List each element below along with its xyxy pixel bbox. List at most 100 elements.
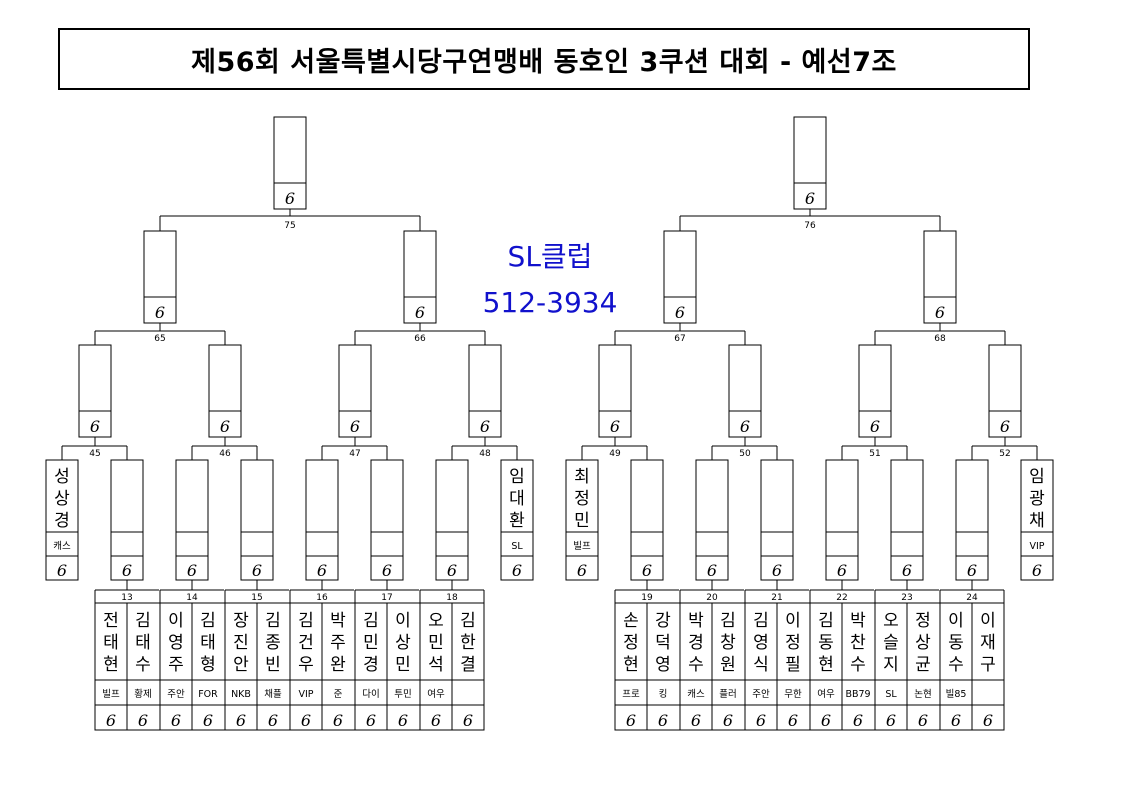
player-name-char: 경: [363, 655, 379, 675]
player-name-char: 안: [233, 655, 249, 675]
score-mark: 6: [203, 711, 213, 730]
score-mark: 6: [918, 711, 928, 730]
player-name-char: 우: [298, 655, 314, 675]
first-round-winner-box: [890, 459, 924, 581]
player-name-char: 민: [428, 633, 444, 653]
player-name-char: 결: [460, 655, 476, 675]
player-name-char: 영: [168, 633, 184, 653]
first-round-winner-box: [305, 459, 339, 581]
score-mark: 6: [805, 189, 815, 208]
bye-box: [565, 459, 599, 581]
player-name-char: 민: [363, 633, 379, 653]
player-club: 다이: [362, 689, 379, 700]
score-mark: 6: [756, 711, 766, 730]
player-club: 투민: [394, 689, 411, 700]
score-mark: 6: [707, 561, 717, 580]
score-mark: 6: [658, 711, 668, 730]
score-mark: 6: [398, 711, 408, 730]
player-name-char: 슬: [883, 633, 899, 653]
score-mark: 6: [577, 561, 587, 580]
player-club: 주안: [752, 689, 770, 700]
player-club: 논현: [914, 689, 931, 700]
match-number: 46: [219, 449, 231, 459]
quarter-winner-box: [468, 344, 502, 438]
match-number: 24: [966, 593, 978, 603]
player-name-char: 오: [883, 611, 899, 631]
quarter-winner-box: [988, 344, 1022, 438]
quarter-winner-box: [78, 344, 112, 438]
match-number: 66: [414, 334, 426, 344]
match-number: 22: [836, 593, 847, 603]
bye-player-name-char: 성: [54, 467, 70, 487]
player-name-char: 완: [330, 655, 346, 675]
quarter-winner-box: [598, 344, 632, 438]
player-name-char: 민: [395, 655, 411, 675]
player-club: 여우: [427, 688, 445, 700]
player-club: 황제: [134, 689, 151, 700]
first-round-winner-box: [695, 459, 729, 581]
player-name-char: 현: [103, 655, 119, 675]
player-name-char: 태: [103, 633, 119, 653]
match-number: 20: [706, 593, 718, 603]
player-name-char: 김: [460, 611, 476, 631]
match-number: 18: [446, 593, 458, 603]
player-club: 주안: [167, 689, 185, 700]
player-name-char: 박: [688, 611, 704, 631]
score-mark: 6: [317, 561, 327, 580]
first-round-winner-box: [630, 459, 664, 581]
bye-player-club: VIP: [1029, 541, 1044, 552]
match-number: 21: [771, 593, 782, 603]
score-mark: 6: [415, 303, 425, 322]
player-club: VIP: [298, 689, 313, 700]
player-name-char: 종: [265, 633, 281, 653]
first-round-winner-box: [435, 459, 469, 581]
page-title: 제56회 서울특별시당구연맹배 동호인 3쿠션 대회 - 예선7조: [191, 46, 897, 78]
player-name-char: 주: [168, 655, 184, 675]
player-name-char: 동: [948, 633, 964, 653]
bye-box: [1020, 459, 1054, 581]
score-mark: 6: [122, 561, 132, 580]
score-mark: 6: [106, 711, 116, 730]
player-name-char: 경: [688, 633, 704, 653]
match-number: 15: [251, 593, 262, 603]
score-mark: 6: [382, 561, 392, 580]
player-name-char: 이: [980, 611, 996, 631]
player-name-char: 김: [200, 611, 216, 631]
player-name-char: 동: [818, 633, 834, 653]
club-name: SL클럽: [507, 240, 593, 273]
first-round-winner-box: [760, 459, 794, 581]
player-name-char: 수: [850, 655, 866, 675]
player-name-char: 오: [428, 611, 444, 631]
bye-player-club: 빌프: [573, 541, 591, 552]
bye-player-name-char: 정: [574, 489, 590, 509]
final-winner-box: [273, 116, 307, 210]
score-mark: 6: [220, 417, 230, 436]
semi-winner-box: [403, 230, 437, 324]
player-name-char: 이: [785, 611, 801, 631]
quarter-winner-box: [338, 344, 372, 438]
player-name-char: 박: [850, 611, 866, 631]
player-club: 빌프: [102, 689, 120, 700]
score-mark: 6: [187, 561, 197, 580]
player-name-char: 상: [395, 633, 411, 653]
match-number: 51: [869, 449, 880, 459]
match-number: 67: [674, 334, 685, 344]
score-mark: 6: [935, 303, 945, 322]
match-number: 75: [284, 221, 295, 231]
score-mark: 6: [626, 711, 636, 730]
player-name-char: 김: [265, 611, 281, 631]
player-name-char: 구: [980, 655, 996, 675]
player-name-char: 박: [330, 611, 346, 631]
bye-player-name-char: 채: [1029, 511, 1045, 531]
player-name-char: 건: [298, 633, 314, 653]
score-mark: 6: [610, 417, 620, 436]
player-name-char: 태: [200, 633, 216, 653]
bye-player-name-char: 대: [509, 489, 525, 509]
score-mark: 6: [171, 711, 181, 730]
score-mark: 6: [675, 303, 685, 322]
player-name-char: 영: [753, 633, 769, 653]
player-name-char: 강: [655, 611, 671, 631]
score-mark: 6: [983, 711, 993, 730]
match-number: 19: [641, 593, 653, 603]
final-winner-box: [793, 116, 827, 210]
